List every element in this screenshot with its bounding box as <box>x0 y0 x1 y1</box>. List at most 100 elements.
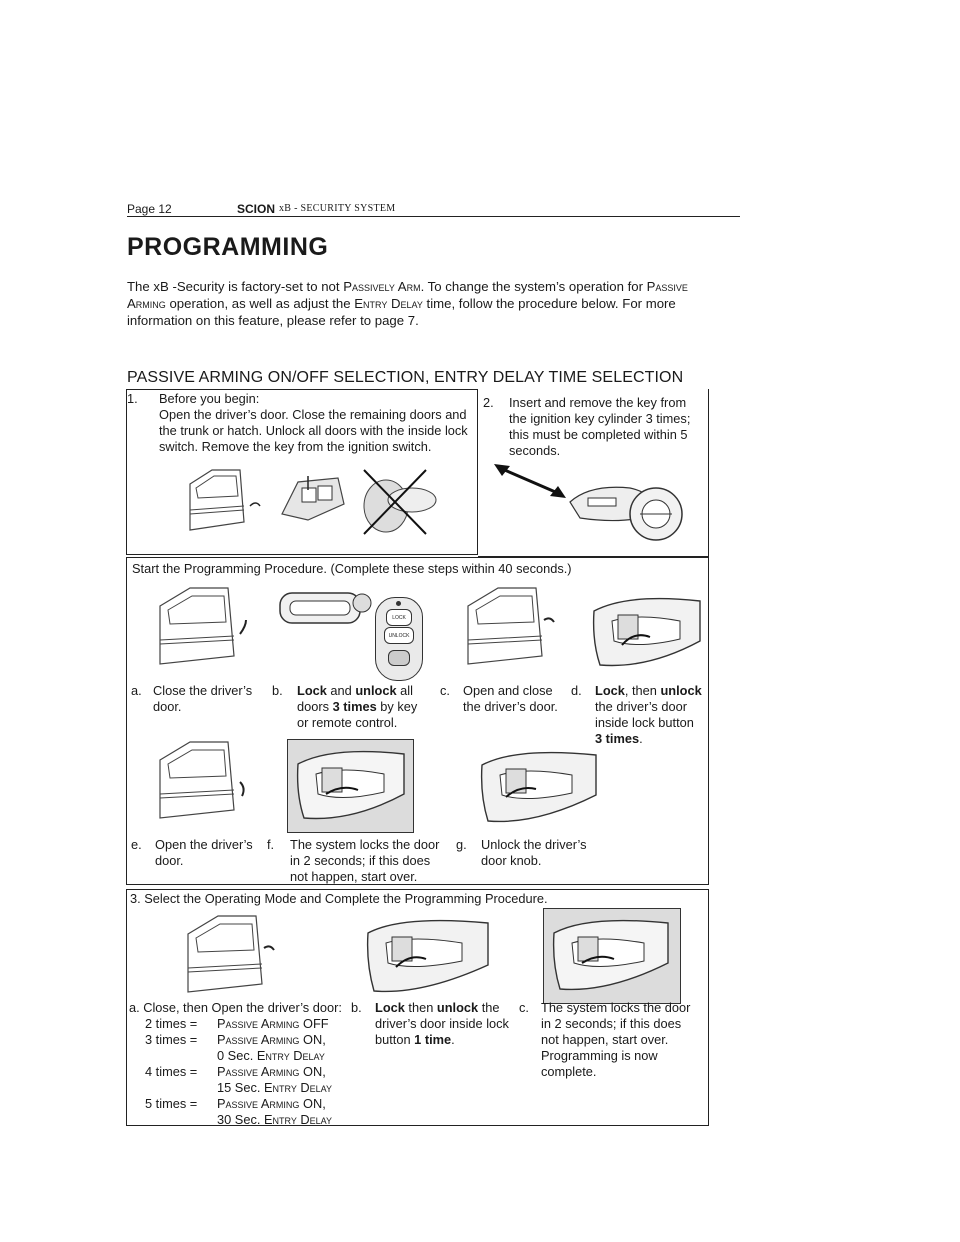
door-close-open-illustration <box>187 915 275 993</box>
mode-value: Passive Arming ON, 30 Sec. Entry Delay <box>217 1096 332 1128</box>
auto-lock-illustration <box>296 750 405 820</box>
mode-state: ON, <box>299 1032 326 1047</box>
key-insert-illustration <box>494 464 683 541</box>
lock-term: Lock <box>297 683 327 698</box>
lock-remote-button: LOCK <box>386 609 412 626</box>
intro-text: operation, as well as adjust the <box>165 296 355 311</box>
mode-state: OFF <box>299 1016 329 1031</box>
brand-name: SCION <box>237 202 276 216</box>
step3-b-rest: the driver’s door inside lock button <box>375 1000 509 1047</box>
step3-b-letter: b. <box>351 1000 362 1015</box>
intro-term: Passively Arm <box>343 279 421 294</box>
step-c-text: Open and close the driver’s door. <box>463 683 558 714</box>
step-d-rest: the driver’s door inside lock button <box>595 699 694 730</box>
key-fob-remote: LOCK UNLOCK <box>375 597 423 681</box>
intro-term: Entry Delay <box>354 296 423 311</box>
unlock-remote-button: UNLOCK <box>384 627 414 644</box>
step2-body: Insert and remove the key from the ignit… <box>509 395 691 458</box>
intro-term: Passive Arming <box>127 279 688 311</box>
step-b-and: and <box>326 683 356 698</box>
mode-value: Passive Arming ON, 0 Sec. Entry Delay <box>217 1032 326 1064</box>
delay-value: 30 Sec. <box>217 1112 264 1127</box>
step-b-text: Lock and unlock all doors 3 times by key… <box>297 683 421 731</box>
step-b-letter: b. <box>272 683 283 698</box>
mode-term: Passive Arming <box>217 1032 300 1047</box>
led-indicator <box>396 601 401 606</box>
mode-row: 5 times = Passive Arming ON,30 Sec. Entr… <box>145 1096 355 1128</box>
times-term: 3 times <box>332 699 377 714</box>
delay-term: Entry Delay <box>263 1080 332 1095</box>
door-handle-key-illustration <box>279 592 372 624</box>
delay-term: Entry Delay <box>256 1048 325 1063</box>
door-open-close-illustration <box>467 587 555 665</box>
times-term: 3 times <box>595 731 640 746</box>
mode-count: 2 times = <box>145 1016 198 1031</box>
step3-a-intro: a. Close, then Open the driver’s door: <box>129 1000 342 1015</box>
mode-table: 2 times = Passive Arming OFF 3 times = P… <box>145 1016 355 1128</box>
step-b-all: all doors <box>297 683 413 714</box>
mode-term: Passive Arming <box>217 1064 300 1079</box>
step-g-letter: g. <box>456 837 467 852</box>
section-title: PASSIVE ARMING ON/OFF SELECTION, ENTRY D… <box>127 369 684 386</box>
lock-switch-illustration <box>281 476 345 521</box>
delay-value: 0 Sec. <box>217 1048 257 1063</box>
procedure-box: Start the Programming Procedure. (Comple… <box>126 557 709 885</box>
mode-row: 3 times = Passive Arming ON, 0 Sec. Entry… <box>145 1032 355 1064</box>
step-d-then: , then <box>624 683 661 698</box>
mode-value: Passive Arming ON,15 Sec. Entry Delay <box>217 1064 332 1096</box>
unlock-term: unlock <box>436 1000 479 1015</box>
step-e-letter: e. <box>131 837 142 852</box>
times-term: 1 time <box>414 1032 452 1047</box>
delay-value: 15 Sec. <box>217 1080 264 1095</box>
mode-state: ON, <box>299 1096 326 1111</box>
mode-row: 2 times = Passive Arming OFF <box>145 1016 355 1032</box>
intro-text: The xB -Security is factory-set to not <box>127 279 344 294</box>
intro-text: time, follow the procedure below. For mo… <box>127 296 676 328</box>
delay-term: Entry Delay <box>263 1112 332 1127</box>
step3-b-text: Lock then unlock the driver’s door insid… <box>375 1000 515 1048</box>
mode-row: 4 times = Passive Arming ON,15 Sec. Entr… <box>145 1064 355 1096</box>
intro-paragraph: The xB -Security is factory-set to not P… <box>127 278 727 329</box>
model-name: xB - SECURITY SYSTEM <box>279 203 396 214</box>
inside-lock-once-illustration <box>366 919 489 993</box>
step3-c-letter: c. <box>519 1000 529 1015</box>
page-number: Page 12 <box>127 202 172 216</box>
step1-box: 1. Before you begin: Open the driver’s d… <box>126 389 478 555</box>
door-close-illustration <box>159 587 247 665</box>
door-open-illustration <box>159 741 245 819</box>
page-header: Page 12 SCION xB - SECURITY SYSTEM <box>127 200 740 217</box>
step-g-text: Unlock the driver’s door knob. <box>481 837 587 868</box>
step-d-text: Lock, then unlock the driver’s door insi… <box>595 683 703 747</box>
step-f-letter: f. <box>267 837 275 852</box>
step3-b-then: then <box>404 1000 437 1015</box>
step2-number: 2. <box>483 395 494 410</box>
step-a-letter: a. <box>131 683 142 698</box>
step-e-text: Open the driver’s door. <box>155 837 253 868</box>
unlock-term: unlock <box>660 683 702 698</box>
step3-heading: 3. Select the Operating Mode and Complet… <box>130 891 548 906</box>
step-b-rest: by key or remote control. <box>297 699 418 730</box>
remote-small-buttons <box>388 650 410 666</box>
step-f-text: The system locks the door in 2 seconds; … <box>290 837 440 884</box>
mode-count: 3 times = <box>145 1032 198 1047</box>
step-d-end: . <box>639 731 643 746</box>
final-lock-illustration <box>552 919 669 991</box>
procedure-heading: Start the Programming Procedure. (Comple… <box>132 561 572 576</box>
inside-lock-illustration <box>592 597 701 667</box>
step1-body: Open the driver’s door. Close the remain… <box>159 407 468 454</box>
unlock-knob-illustration <box>480 751 597 823</box>
mode-term: Passive Arming <box>217 1016 300 1031</box>
step-a-text: Close the driver’s door. <box>153 683 253 714</box>
mode-term: Passive Arming <box>217 1096 300 1111</box>
mode-count: 4 times = <box>145 1064 198 1079</box>
step1-number: 1. <box>127 391 138 406</box>
step-c-letter: c. <box>440 683 450 698</box>
page-title: PROGRAMMING <box>127 233 329 261</box>
lock-term: Lock <box>375 1000 405 1015</box>
step3-box: 3. Select the Operating Mode and Complet… <box>126 889 709 1126</box>
step1-heading: Before you begin: <box>159 391 260 406</box>
step-d-letter: d. <box>571 683 582 698</box>
unlock-term: unlock <box>355 683 397 698</box>
intro-text: . To change the system’s operation for <box>420 279 647 294</box>
lock-term: Lock <box>595 683 625 698</box>
